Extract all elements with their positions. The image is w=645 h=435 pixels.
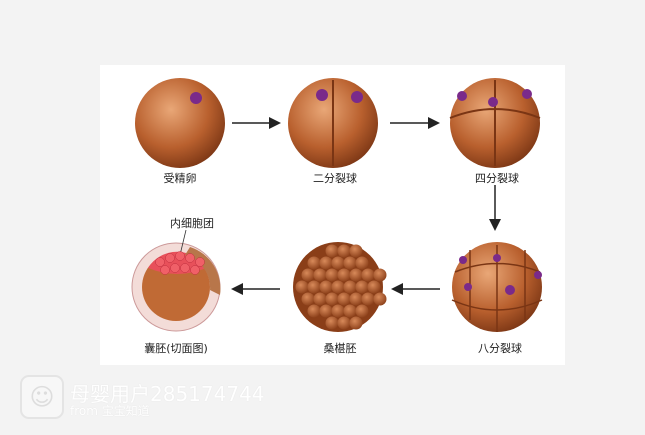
morula-cell [325, 244, 339, 258]
label-two-cell: 二分裂球 [313, 172, 357, 185]
morula-cell [355, 256, 369, 270]
morula-cell [355, 280, 369, 294]
inner-mass-cell [170, 263, 180, 273]
morula-cell [313, 292, 327, 306]
morula-cell [319, 280, 333, 294]
label-blastocyst: 囊胚(切面图) [144, 342, 208, 355]
morula-cell [301, 268, 315, 282]
label-zygote: 受精卵 [163, 172, 197, 185]
morula-cell [367, 280, 381, 294]
morula-cell [325, 268, 339, 282]
morula-cell [301, 292, 315, 306]
label-eight-cell: 八分裂球 [478, 342, 522, 355]
morula-cell [349, 244, 363, 258]
morula-cell [361, 292, 375, 306]
inner-mass-cell [160, 265, 170, 275]
watermark-user: 母婴用户285174744 [70, 382, 265, 406]
morula-cell [307, 256, 321, 270]
eight-cell [451, 242, 543, 332]
inner-mass-cell [195, 257, 205, 267]
inner-mass-cell [165, 253, 175, 263]
morula-cell [337, 292, 351, 306]
four-cell [449, 78, 541, 168]
morula-cell [307, 304, 321, 318]
morula-cell [343, 280, 357, 294]
morula-cell [331, 304, 345, 318]
morula-cell [343, 256, 357, 270]
morula-cell [361, 268, 375, 282]
label-four-cell: 四分裂球 [475, 172, 519, 185]
morula-cell [319, 256, 333, 270]
inner-mass-cell [180, 263, 190, 273]
morula [293, 242, 387, 332]
morula-cell [325, 316, 339, 330]
morula-cell [313, 268, 327, 282]
morula-cell [319, 304, 333, 318]
morula-cell [349, 316, 363, 330]
morula-cell [337, 244, 351, 258]
baby-face-icon: ☺ [20, 375, 64, 419]
morula-cell [325, 292, 339, 306]
inner-mass-cell [185, 253, 195, 263]
morula-cell [373, 268, 387, 282]
morula-cell [337, 268, 351, 282]
two-cell [288, 78, 378, 168]
inner-mass-cell [155, 257, 165, 267]
morula-cell [349, 268, 363, 282]
arrows [231, 117, 501, 295]
morula-cell [355, 304, 369, 318]
zygote [135, 78, 225, 168]
morula-cell [373, 292, 387, 306]
morula-cell [331, 280, 345, 294]
morula-cell [337, 316, 351, 330]
morula-cell [331, 256, 345, 270]
morula-cell [307, 280, 321, 294]
watermark-source: from 宝宝知道 [70, 404, 150, 418]
blastocyst [131, 229, 221, 332]
morula-cell [343, 304, 357, 318]
label-morula: 桑椹胚 [323, 342, 357, 355]
label-inner-cell-mass: 内细胞团 [170, 217, 214, 230]
morula-cell [349, 292, 363, 306]
morula-cell [295, 280, 309, 294]
inner-mass-cell [190, 265, 200, 275]
inner-mass-cell [175, 251, 185, 261]
